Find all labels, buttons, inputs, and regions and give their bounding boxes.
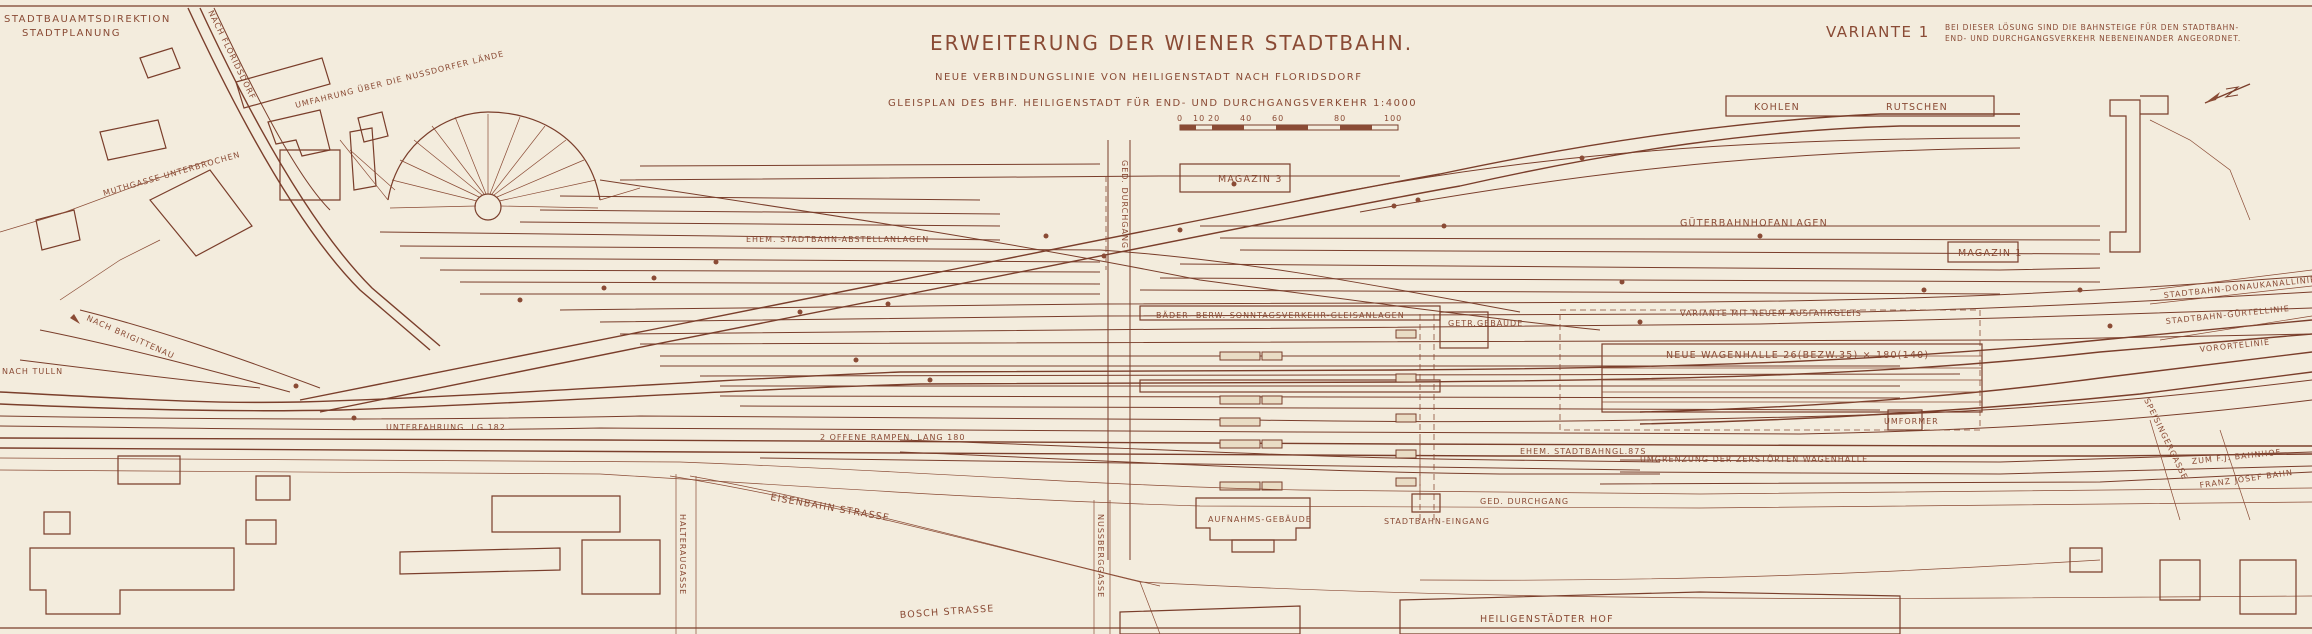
label-fj-strasse: FRANZ JOSEF BAHN (2199, 468, 2294, 490)
stadtbahn-eingang (1411, 440, 1441, 513)
label-fj-bahnhof: ZUM F.J. BAHNHOF (2191, 448, 2281, 466)
scale-tick-60: 60 (1272, 114, 1284, 123)
label-umfahrung: UMFAHRUNG ÜBER DIE NUSSDORFER LÄNDE (294, 48, 505, 110)
variant-note-1: BEI DIESER LÖSUNG SIND DIE BAHNSTEIGE FÜ… (1945, 23, 2239, 32)
label-unterfahrung: UNTERFAHRUNG. LG 182 (386, 423, 506, 432)
label-umformer: UMFORMER (1884, 417, 1939, 426)
label-glatzengasse: SPEISINGERGASSE (2142, 397, 2189, 481)
umformer-building (1887, 409, 1923, 431)
label-nach-tulln: NACH TULLN (2, 367, 63, 376)
label-ged-durchgang: GED. DURCHGANG (1480, 497, 1569, 506)
getr-gebaeude-building (1439, 311, 1489, 349)
right-building-tall (2109, 99, 2141, 253)
switch-markers (293, 155, 2113, 421)
label-kohlen: KOHLEN (1754, 102, 1800, 113)
label-ged-durchgang-vertical: GED. DURCHGANG (1120, 160, 1129, 249)
label-variante-neu: VARIANTE MIT NEUEM AUSFAHRGLEIS (1680, 309, 1862, 318)
scale-tick-10: 10 (1193, 114, 1205, 123)
label-eisenbahnstrasse: EISENBAHN STRASSE (769, 492, 890, 524)
label-nach-brigittenau: NACH BRIGITTENAU (85, 314, 176, 361)
left-buildings (0, 47, 389, 301)
label-getr-gebaeude: GETR.GEBÄUDE (1448, 318, 1523, 328)
scale-bar: 0 10 20 40 60 80 100 (1177, 114, 1402, 131)
turntable-icon (339, 111, 641, 221)
plan-title: ERWEITERUNG DER WIENER STADTBAHN. (930, 31, 1413, 55)
variant-label: VARIANTE 1 (1826, 23, 1930, 41)
label-nussbergasse: NUSSBERGGASSE (1096, 514, 1105, 598)
main-tracks (0, 113, 2312, 485)
floridsdorf-line: NACH FLORIDSDORF (187, 7, 441, 351)
label-ehem-stadtbahn: EHEM. STADTBAHNGL.87S (1520, 447, 1646, 456)
magazin-1-building (1947, 241, 2019, 263)
platform-area (1139, 305, 1441, 520)
magazin-3-building (1179, 163, 1291, 193)
label-aufnahme: AUFNAHMS-GEBÄUDE (1208, 514, 1312, 524)
lower-left-buildings (29, 455, 2297, 634)
plan-subtitle-2: GLEISPLAN DES BHF. HEILIGENSTADT FÜR END… (888, 96, 1417, 109)
label-neue-wagenhalle: NEUE WAGENHALLE 26(BEZW.35) × 180(140) (1666, 350, 1929, 361)
variant-note-2: END- UND DURCHGANGSVERKEHR NEBENEINANDER… (1945, 34, 2241, 43)
label-stadtbahn-eingang: STADTBAHN-EINGANG (1384, 517, 1490, 526)
label-nach-floridsdorf: NACH FLORIDSDORF (206, 9, 257, 101)
label-magazin-3: MAGAZIN 3 (1218, 174, 1283, 185)
scale-tick-0: 0 (1177, 114, 1183, 123)
street-lines (0, 457, 2312, 634)
scale-tick-80: 80 (1334, 114, 1346, 123)
north-arrow-icon (2204, 83, 2251, 104)
scale-tick-20: 20 (1208, 114, 1220, 123)
ged-durchgang-column (1105, 140, 1131, 560)
label-abstellanlagen: EHEM. STADTBAHN-ABSTELLANLAGEN (746, 235, 929, 244)
label-rutschen: RUTSCHEN (1886, 102, 1948, 113)
label-umgrenzung: UMGRENZUNG DER ZERSTÖRTEN WAGENHALLE (1640, 454, 1868, 464)
right-building-small (2140, 95, 2169, 115)
scale-tick-100: 100 (1384, 114, 1402, 123)
label-heiligenstaedter-hof: HEILIGENSTÄDTER HOF (1480, 614, 1614, 625)
scale-tick-40: 40 (1240, 114, 1252, 123)
label-magazin-1: MAGAZIN 1 (1958, 248, 2023, 259)
label-offene-rampen: 2 OFFENE RAMPEN, LANG 180 (820, 433, 965, 442)
label-boschstrasse: BOSCH STRASSE (899, 603, 994, 621)
authority-line-2: STADTPLANUNG (22, 28, 121, 39)
neue-wagenhalle (1559, 309, 1983, 431)
label-baeder: BÄDER- BERW. SONNTAGSVERKEHR-GLEISANLAGE… (1156, 310, 1405, 320)
authority-line-1: STADTBAUAMTSDIREKTION (4, 14, 171, 25)
label-halteraugasse: HALTERAUGASSE (678, 514, 687, 595)
plan-subtitle-1: NEUE VERBINDUNGSLINIE VON HEILIGENSTADT … (935, 72, 1363, 83)
label-gueterbahnhof: GÜTERBAHNHOFANLAGEN (1680, 218, 1828, 229)
kohlen-rutschen-building (1725, 95, 1995, 117)
right-line-labels (2149, 269, 2312, 521)
aufnahms-gebaeude (1195, 497, 1311, 553)
